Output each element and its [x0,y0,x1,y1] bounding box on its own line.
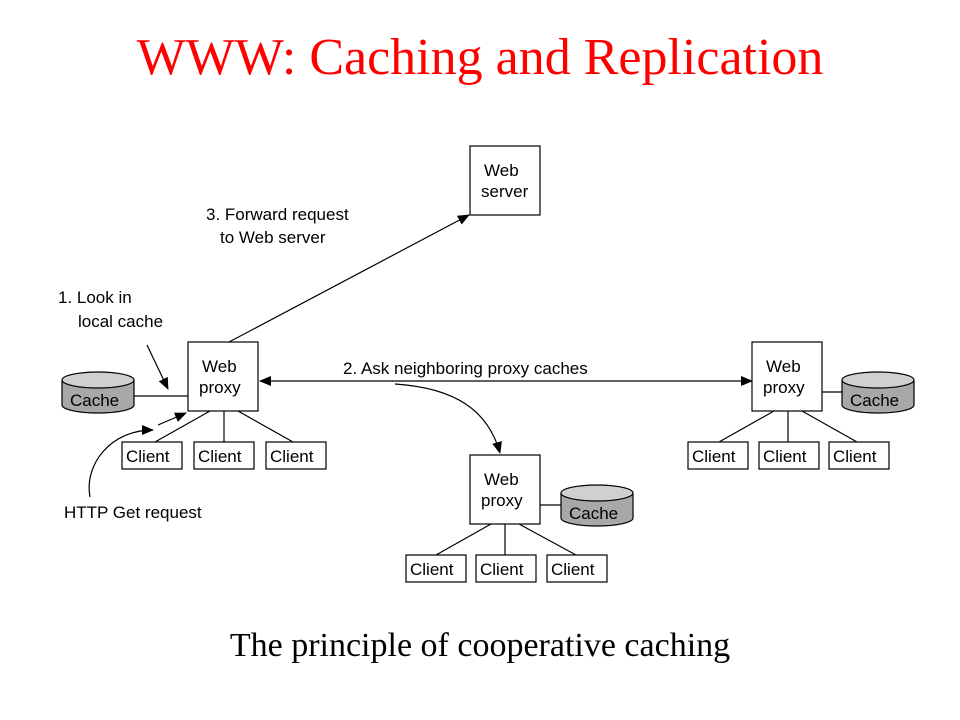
cache-right-label: Cache [850,391,899,410]
client-bottom-2-label: Client [480,560,524,579]
cache-left: Cache [61,371,135,414]
cache-bottom: Cache [560,484,634,527]
http-get-arrow-client [88,425,154,498]
cache-right: Cache [841,371,915,414]
web-server-label-line2: server [481,182,529,201]
client-bottom-3-label: Client [551,560,595,579]
slide-title: WWW: Caching and Replication [136,29,824,86]
client-right-3: Client [828,441,890,470]
http-get-arrow-proxy [157,412,187,426]
client-left-2: Client [193,441,255,470]
client-left-1: Client [121,441,183,470]
web-proxy-right: Web proxy [751,341,823,412]
step1-label-line2: local cache [78,312,163,331]
client-left-1-label: Client [126,447,170,466]
client-link-b3 [518,523,577,556]
ask-neighbor-arrow-bottom [394,383,502,454]
step2-label: 2. Ask neighboring proxy caches [343,359,588,378]
web-proxy-left: Web proxy [187,341,259,412]
client-right-1: Client [687,441,749,470]
look-in-cache-arrow [146,344,169,390]
http-get-label: HTTP Get request [64,503,202,522]
cache-left-label: Cache [70,391,119,410]
client-bottom-1-label: Client [410,560,454,579]
client-link-r1 [718,410,775,443]
client-link-r3 [801,410,858,443]
client-bottom-1: Client [405,554,467,583]
step3-label-line2: to Web server [220,228,326,247]
web-server-node: Web server [469,145,541,216]
proxy-left-label-line1: Web [202,357,237,376]
client-link-l1 [154,410,211,443]
client-link-l3 [237,410,294,443]
client-left-3-label: Client [270,447,314,466]
diagram-caption: The principle of cooperative caching [229,627,731,664]
proxy-left-label-line2: proxy [199,378,241,397]
forward-request-arrow [228,214,470,343]
proxy-bottom-label-line1: Web [484,470,519,489]
client-left-2-label: Client [198,447,242,466]
client-right-3-label: Client [833,447,877,466]
cache-bottom-label: Cache [569,504,618,523]
client-right-1-label: Client [692,447,736,466]
web-proxy-bottom: Web proxy [469,454,541,525]
client-bottom-3: Client [546,554,608,583]
proxy-right-label-line1: Web [766,357,801,376]
client-right-2-label: Client [763,447,807,466]
client-right-2: Client [758,441,820,470]
web-server-label-line1: Web [484,161,519,180]
step3-label-line1: 3. Forward request [206,205,349,224]
client-bottom-2: Client [475,554,537,583]
proxy-right-label-line2: proxy [763,378,805,397]
proxy-bottom-label-line2: proxy [481,491,523,510]
step1-label-line1: 1. Look in [58,288,132,307]
client-link-b1 [435,523,492,556]
client-left-3: Client [265,441,327,470]
